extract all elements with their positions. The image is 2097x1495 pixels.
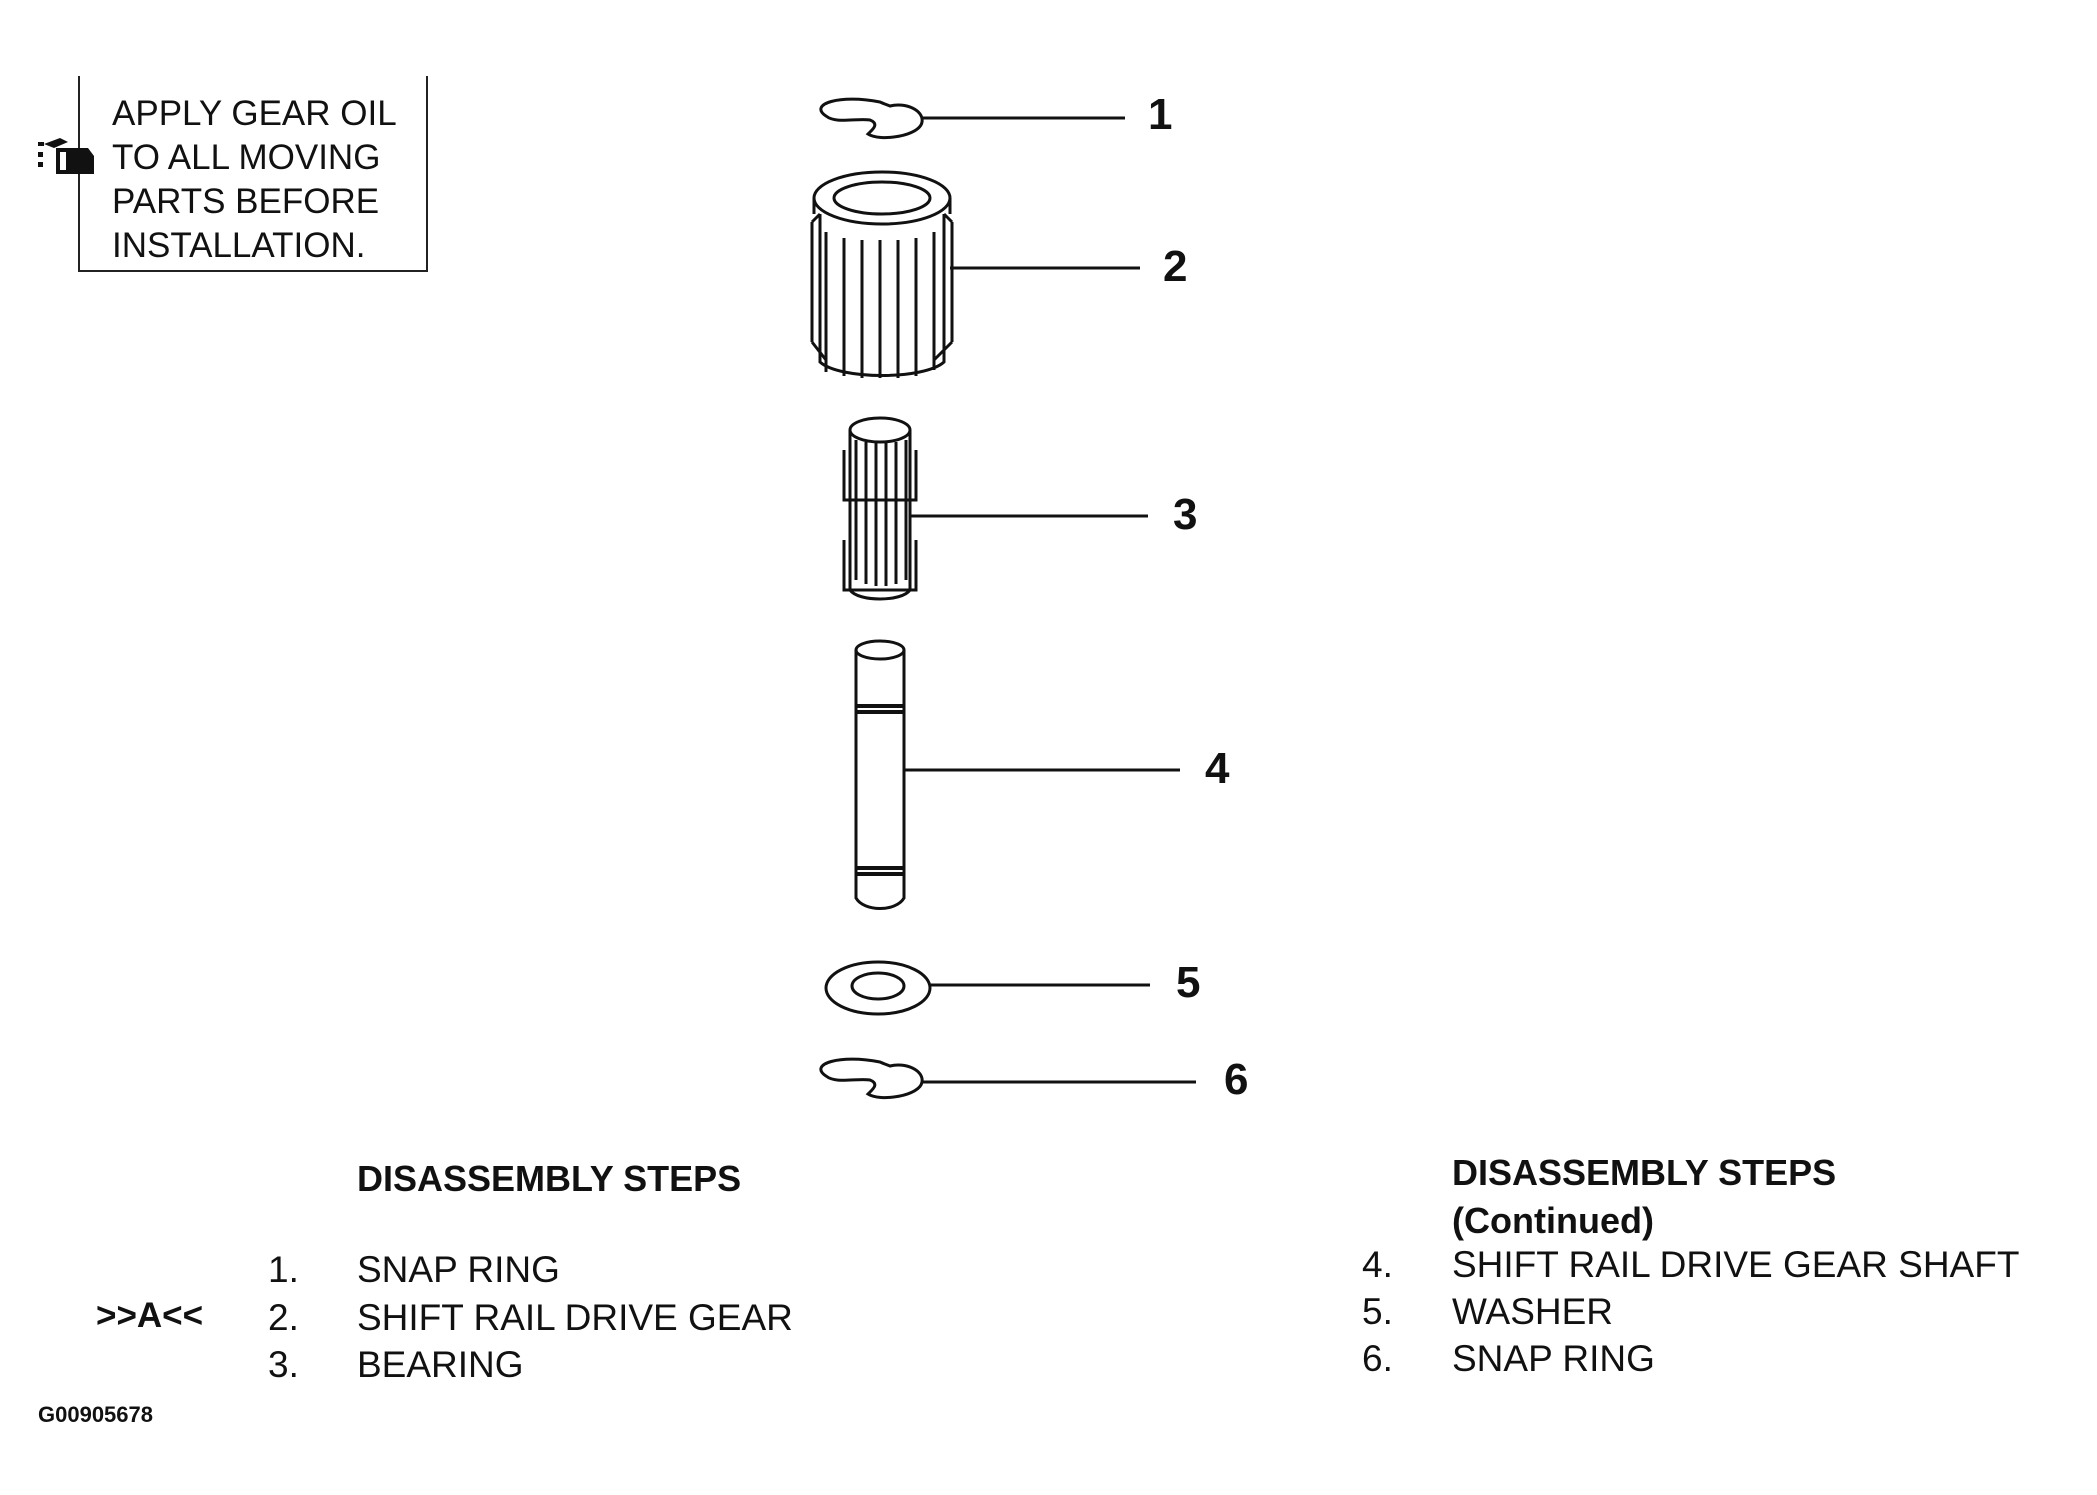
right-section-subtitle: (Continued): [1452, 1200, 1654, 1241]
step-marker: >>A<<: [96, 1296, 204, 1335]
step-label: SNAP RING: [357, 1249, 560, 1290]
step-number: 5.: [1362, 1291, 1393, 1332]
note-line: TO ALL MOVING: [112, 138, 381, 177]
note-line: PARTS BEFORE: [112, 182, 380, 221]
figure-id: G00905678: [38, 1402, 153, 1427]
step-label: WASHER: [1452, 1291, 1614, 1332]
oil-can-icon: [38, 138, 94, 174]
callout-5: 5: [1176, 958, 1201, 1007]
step-label: SNAP RING: [1452, 1338, 1655, 1379]
step-number: 6.: [1362, 1338, 1393, 1379]
callout-1: 1: [1148, 90, 1173, 139]
left-section-title: DISASSEMBLY STEPS: [357, 1158, 742, 1199]
callout-2: 2: [1163, 242, 1188, 291]
callout-3: 3: [1173, 490, 1198, 539]
step-label: SHIFT RAIL DRIVE GEAR: [357, 1297, 793, 1338]
callout-4: 4: [1205, 744, 1230, 793]
note-line: INSTALLATION.: [112, 226, 366, 265]
snap-ring-6: [819, 1057, 924, 1100]
note-line: APPLY GEAR OIL: [112, 94, 397, 133]
note-text: APPLY GEAR OIL TO ALL MOVING PARTS BEFOR…: [112, 92, 397, 268]
right-section-title: DISASSEMBLY STEPS: [1452, 1152, 1837, 1193]
needle-bearing-3: [842, 416, 918, 601]
washer-5: [824, 960, 932, 1016]
drive-gear-2: [810, 170, 954, 378]
step-label: SHIFT RAIL DRIVE GEAR SHAFT: [1452, 1244, 2020, 1285]
step-number: 1.: [268, 1249, 299, 1290]
drive-gear-shaft-4: [854, 639, 906, 910]
step-number: 3.: [268, 1344, 299, 1385]
step-label: BEARING: [357, 1344, 524, 1385]
step-number: 2.: [268, 1297, 299, 1338]
callout-6: 6: [1224, 1055, 1249, 1104]
step-number: 4.: [1362, 1244, 1393, 1285]
snap-ring-1: [819, 97, 924, 140]
